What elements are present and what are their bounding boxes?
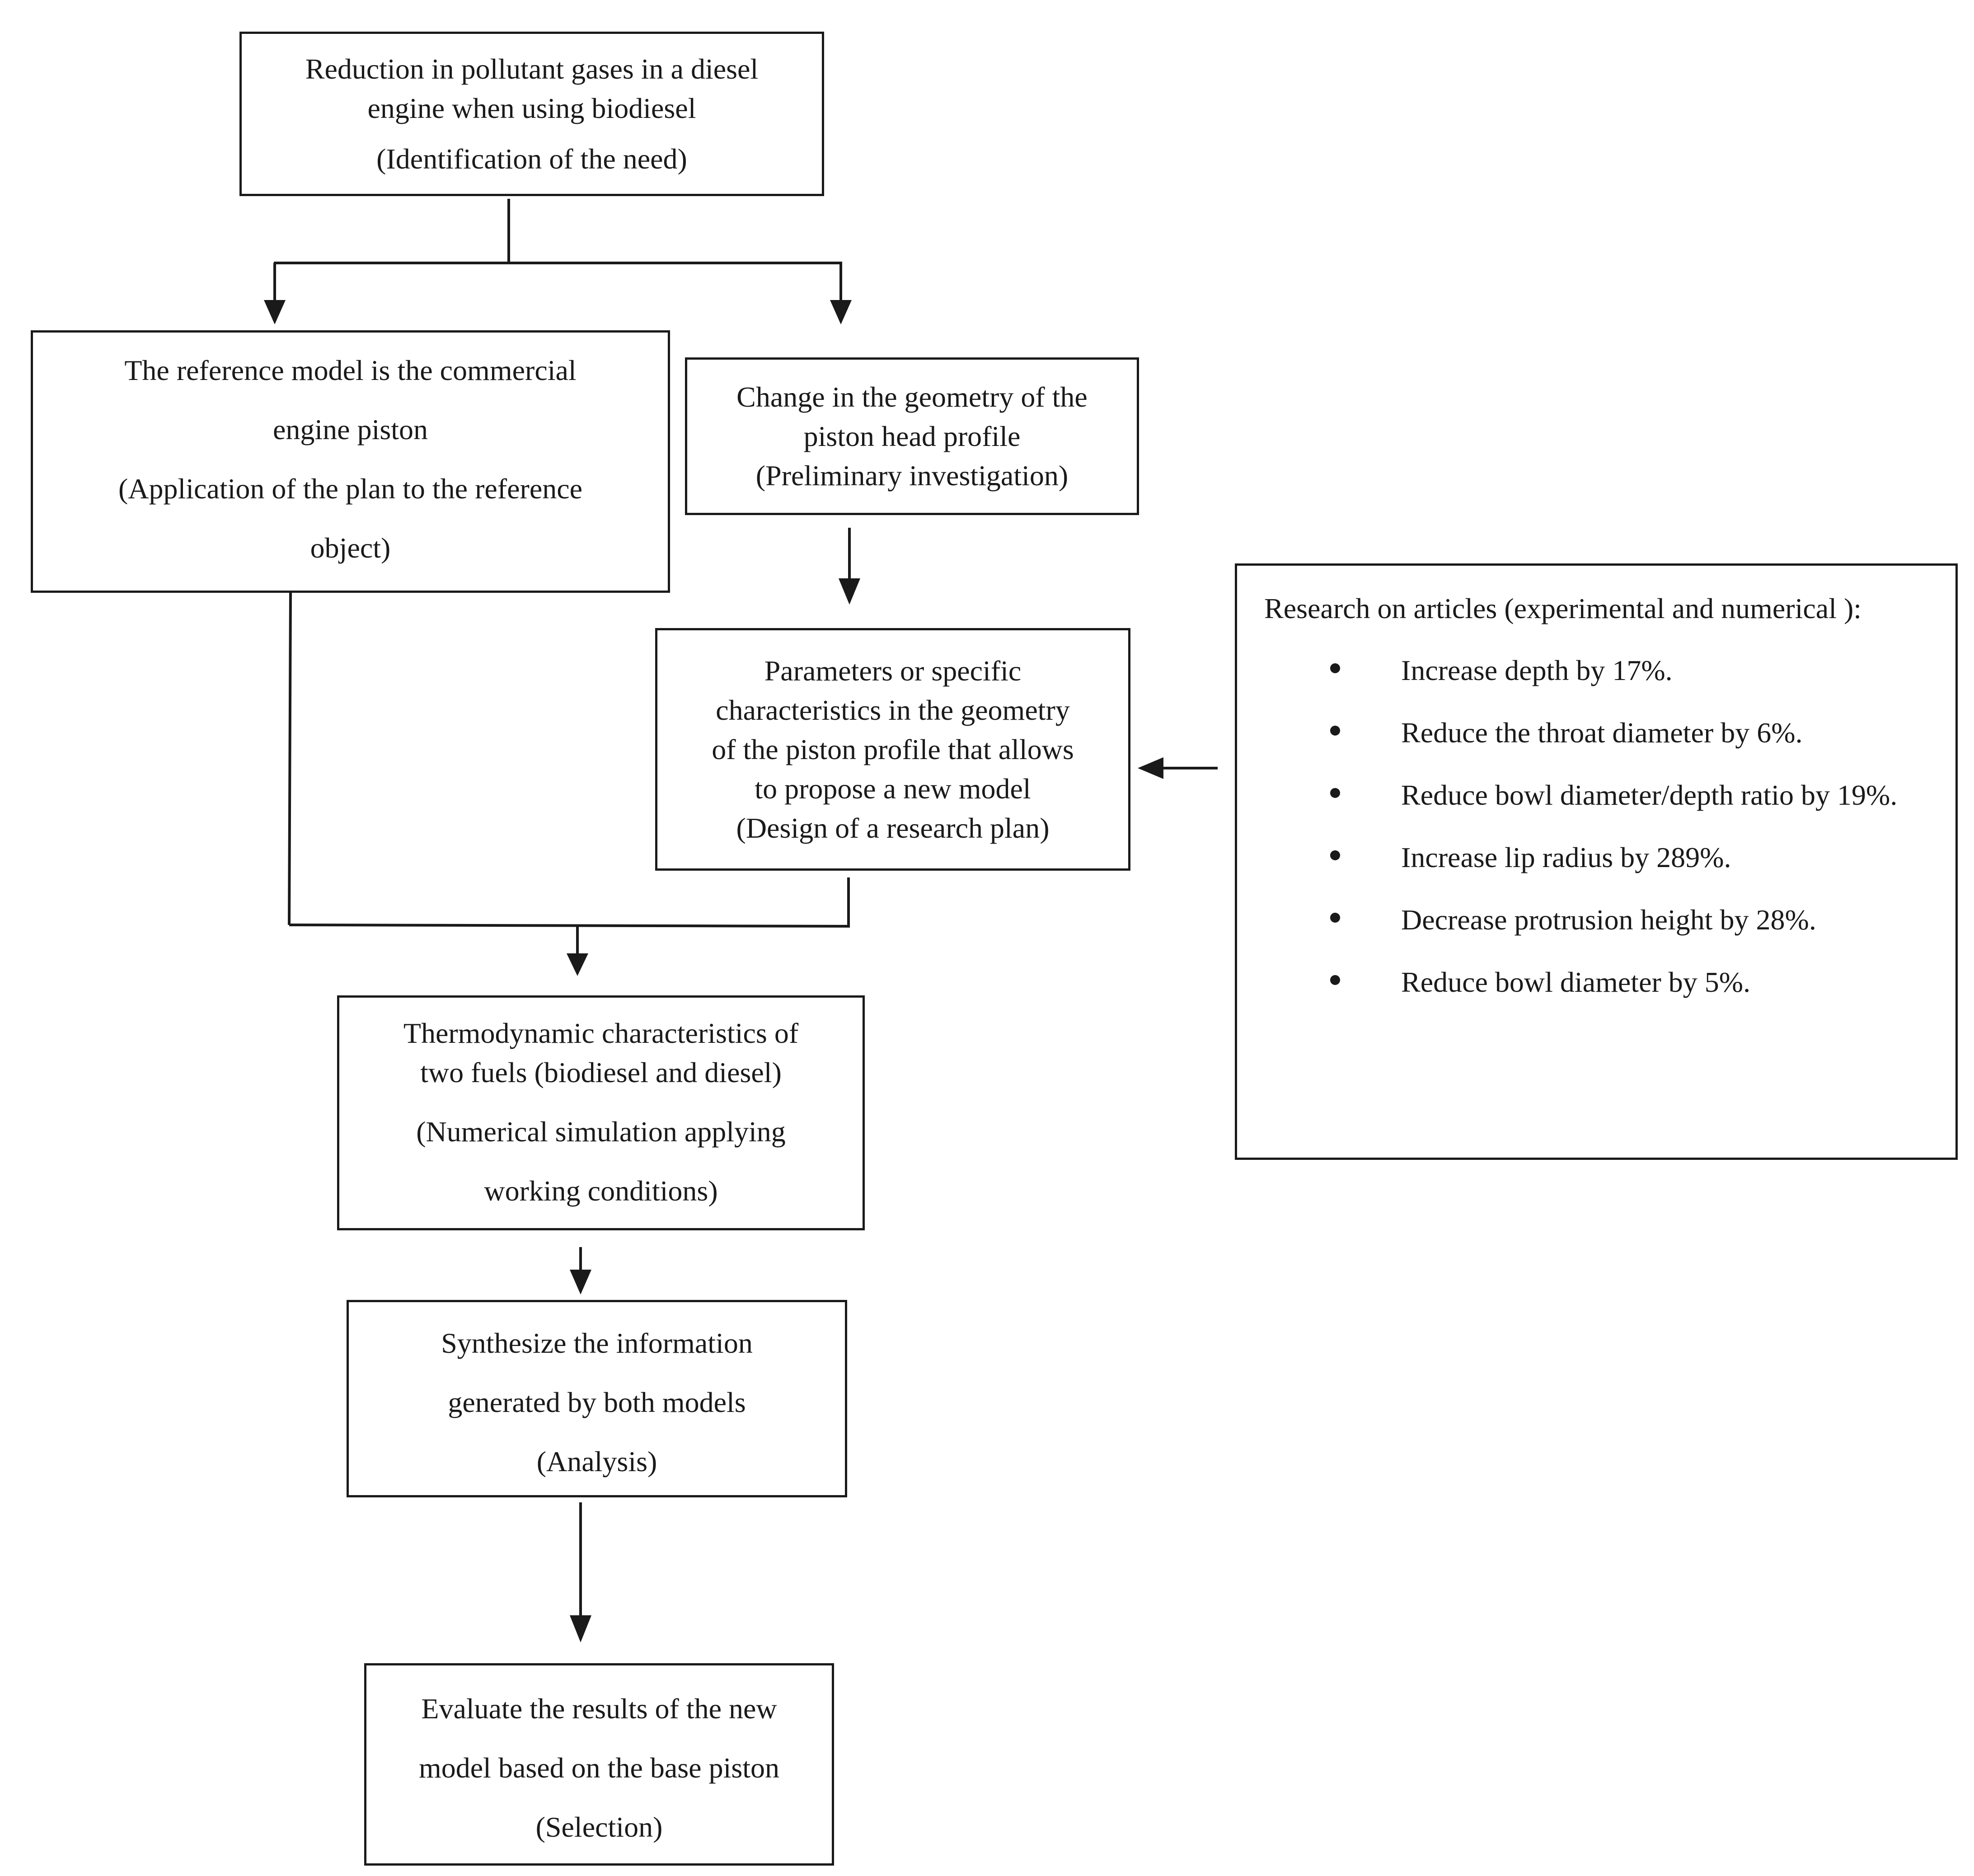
node-text-line: of the piston profile that allows bbox=[712, 733, 1074, 765]
node-research-on-articles: Research on articles (experimental and n… bbox=[1235, 563, 1958, 1160]
bullet-icon bbox=[1330, 975, 1340, 985]
bullet-icon bbox=[1330, 788, 1340, 798]
list-item: Reduce the throat diameter by 6%. bbox=[1264, 700, 1957, 765]
node-identification-of-need: Reduction in pollutant gases in a diesel… bbox=[239, 32, 824, 196]
node-text-line: Parameters or specific bbox=[764, 655, 1022, 687]
node-text-line: Change in the geometry of the bbox=[736, 381, 1088, 413]
connector-merge-horizontal bbox=[289, 924, 850, 928]
node-text-line: generated by both models bbox=[448, 1386, 746, 1418]
list-item-text: Reduce the throat diameter by 6%. bbox=[1401, 717, 1803, 749]
node-stage-label: (Application of the plan to the referenc… bbox=[118, 473, 583, 505]
node-text-line: to propose a new model bbox=[755, 773, 1031, 805]
arrowhead-to-parameters bbox=[839, 578, 860, 605]
node-stage-label: object) bbox=[310, 532, 391, 564]
bullet-icon bbox=[1330, 850, 1340, 860]
node-text-line: engine when using biodiesel bbox=[367, 92, 696, 124]
arrowhead-to-thermo bbox=[567, 953, 588, 976]
list-item: Reduce bowl diameter/depth ratio by 19%. bbox=[1264, 763, 1957, 827]
arrowhead-to-reference bbox=[264, 300, 286, 324]
node-stage-label: (Preliminary investigation) bbox=[755, 460, 1069, 492]
arrowhead-to-change bbox=[830, 300, 852, 324]
research-findings-list: Increase depth by 17%. Reduce the throat… bbox=[1264, 654, 1957, 1014]
node-text-line: Thermodynamic characteristics of bbox=[403, 1017, 799, 1049]
node-research-plan-design: Parameters or specific characteristics i… bbox=[655, 628, 1130, 871]
node-text-line: characteristics in the geometry bbox=[716, 694, 1070, 726]
node-text-line: The reference model is the commercial bbox=[124, 354, 577, 386]
node-reference-model: The reference model is the commercial en… bbox=[31, 330, 670, 593]
arrowhead-from-research bbox=[1138, 757, 1163, 779]
list-item: Reduce bowl diameter by 5%. bbox=[1264, 950, 1957, 1014]
connector-reference-down bbox=[288, 592, 292, 925]
node-text-line: Evaluate the results of the new bbox=[421, 1693, 777, 1725]
list-item: Decrease protrusion height by 28%. bbox=[1264, 887, 1957, 952]
list-item: Increase lip radius by 289%. bbox=[1264, 825, 1957, 890]
node-stage-label: (Design of a research plan) bbox=[736, 812, 1050, 844]
node-analysis: Synthesize the information generated by … bbox=[347, 1300, 847, 1497]
arrowhead-to-evaluate bbox=[570, 1615, 591, 1642]
node-preliminary-investigation: Change in the geometry of the piston hea… bbox=[685, 357, 1139, 515]
node-text-line: Synthesize the information bbox=[441, 1327, 753, 1359]
node-text-line: piston head profile bbox=[803, 420, 1021, 452]
node-text-line: Reduction in pollutant gases in a diesel bbox=[305, 53, 759, 85]
node-text-line: two fuels (biodiesel and diesel) bbox=[420, 1056, 782, 1088]
bullet-icon bbox=[1330, 663, 1340, 673]
node-text-line: model based on the base piston bbox=[418, 1752, 780, 1784]
list-item: Increase depth by 17%. bbox=[1264, 638, 1957, 703]
node-stage-label: (Identification of the need) bbox=[376, 143, 687, 175]
list-item-text: Increase depth by 17%. bbox=[1401, 654, 1673, 686]
list-item-text: Reduce bowl diameter by 5%. bbox=[1401, 966, 1751, 998]
node-stage-label: (Analysis) bbox=[536, 1445, 657, 1477]
list-item-text: Increase lip radius by 289%. bbox=[1401, 841, 1731, 873]
node-stage-label: (Numerical simulation applying bbox=[416, 1116, 786, 1148]
node-text-line: engine piston bbox=[272, 413, 428, 446]
node-stage-label: working conditions) bbox=[484, 1175, 718, 1207]
research-title: Research on articles (experimental and n… bbox=[1264, 592, 1862, 624]
node-numerical-simulation: Thermodynamic characteristics of two fue… bbox=[337, 995, 865, 1230]
arrowhead-to-synth bbox=[570, 1270, 591, 1294]
bullet-icon bbox=[1330, 913, 1340, 923]
list-item-text: Reduce bowl diameter/depth ratio by 19%. bbox=[1401, 779, 1898, 811]
list-item-text: Decrease protrusion height by 28%. bbox=[1401, 904, 1816, 936]
node-stage-label: (Selection) bbox=[535, 1811, 663, 1843]
bullet-icon bbox=[1330, 726, 1340, 736]
node-selection: Evaluate the results of the new model ba… bbox=[364, 1663, 834, 1866]
